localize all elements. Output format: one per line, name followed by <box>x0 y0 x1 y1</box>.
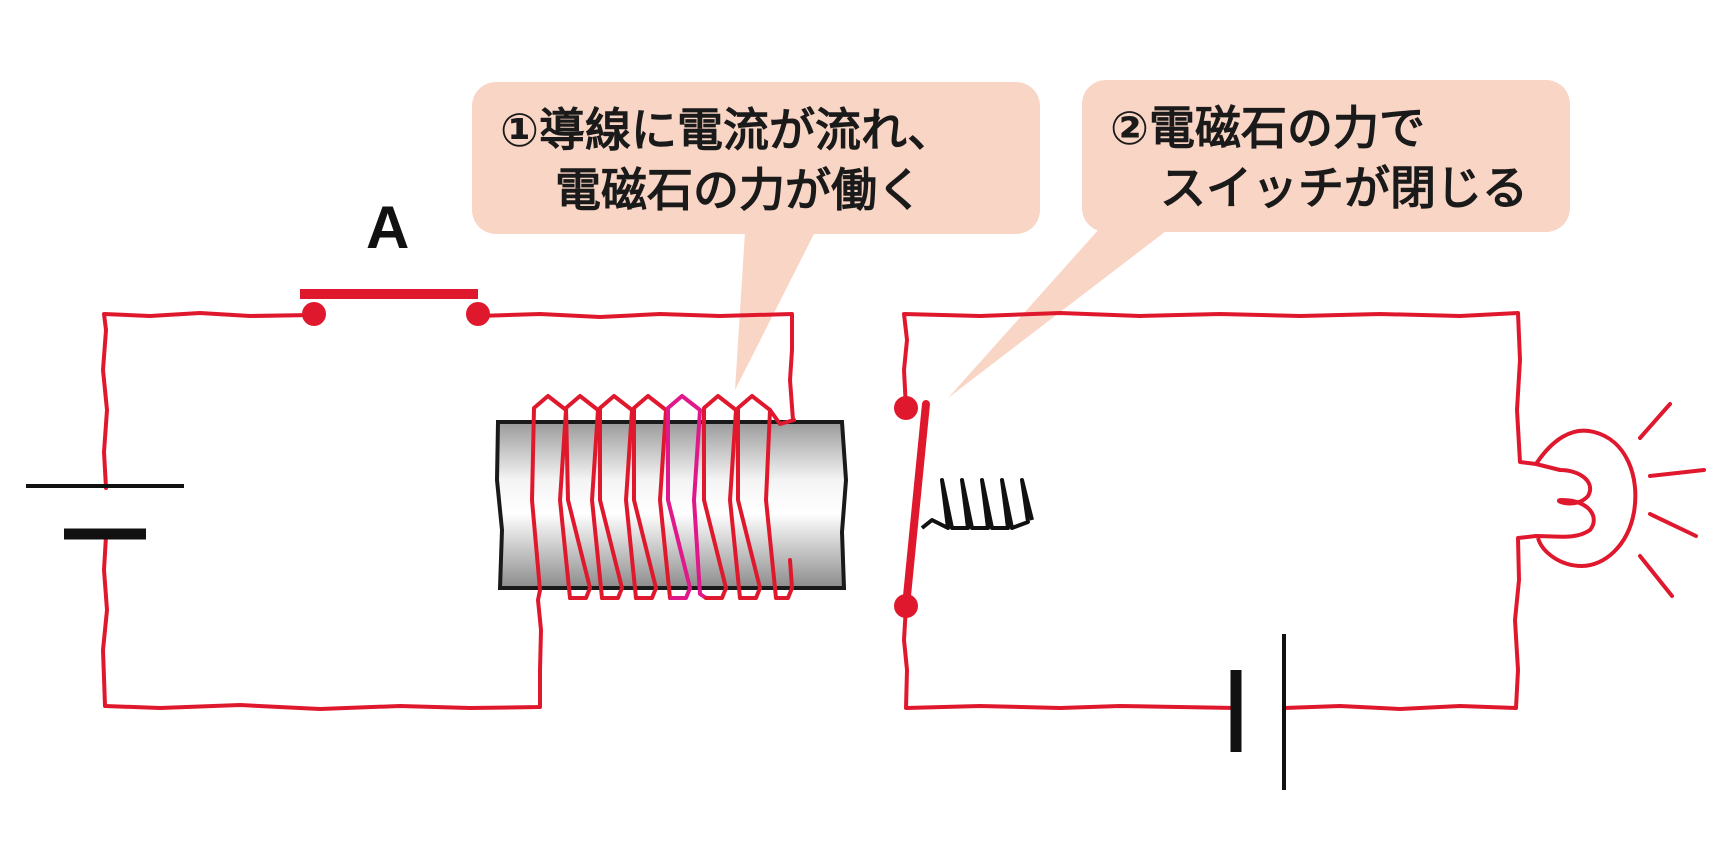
light-ray-2 <box>1648 468 1706 478</box>
relay-switch-blade <box>902 400 930 610</box>
coil-turn-1 <box>530 394 572 600</box>
callout-1-line1: ①導線に電流が流れ、 <box>500 103 953 157</box>
callout-1-pointer <box>735 232 815 390</box>
callout-1-line2: 電磁石の力が働く <box>555 163 923 217</box>
relay-contact-top <box>894 396 918 420</box>
switch-a-label: A <box>366 194 409 261</box>
light-ray-3 <box>1648 512 1698 538</box>
right-wire-bottom-right <box>1282 534 1538 711</box>
right-wire-top <box>902 311 1538 466</box>
iron-core <box>494 420 849 590</box>
coil-turn-7 <box>736 394 794 600</box>
switch-a-contact-left <box>302 302 326 326</box>
lamp-filament <box>1535 462 1596 539</box>
light-ray-4 <box>1638 554 1674 598</box>
callout-2-line1: ②電磁石の力で <box>1110 101 1425 155</box>
right-wire-bottom-left <box>902 604 1238 710</box>
left-wire-top-left <box>101 311 316 490</box>
relay-contact-bottom <box>894 594 918 618</box>
light-rays <box>1638 402 1706 598</box>
callout-2: ②電磁石の力で スイッチが閉じる <box>948 80 1570 398</box>
lamp <box>1534 402 1706 598</box>
electromagnet <box>494 394 849 600</box>
coil-lead-top <box>768 408 796 426</box>
callout-2-line2: スイッチが閉じる <box>1160 161 1528 215</box>
coil-turn-2 <box>564 394 604 600</box>
left-battery <box>26 484 184 540</box>
switch-a <box>300 289 490 326</box>
coil-turn-5-highlight <box>666 394 708 600</box>
coil-turn-4 <box>632 394 672 600</box>
left-circuit <box>101 311 795 711</box>
coil-windings <box>530 394 796 600</box>
right-circuit <box>902 311 1538 711</box>
right-battery <box>1230 634 1286 790</box>
callout-2-box <box>1082 80 1570 232</box>
return-spring <box>920 478 1034 530</box>
coil-turn-3 <box>598 394 638 600</box>
coil-turn-6 <box>702 394 742 600</box>
light-ray-1 <box>1638 402 1672 440</box>
switch-a-contact-right <box>466 302 490 326</box>
left-wire-bottom <box>101 534 543 711</box>
relay-switch <box>894 396 930 618</box>
lamp-bulb <box>1534 428 1638 569</box>
callout-1-box <box>472 82 1040 234</box>
callout-1: ①導線に電流が流れ、 電磁石の力が働く <box>472 82 1040 390</box>
left-wire-top-right <box>476 312 795 422</box>
